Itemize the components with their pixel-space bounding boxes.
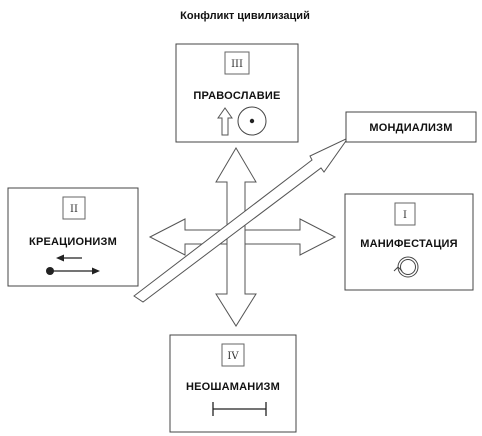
- numeral-frame: [221, 343, 245, 367]
- node-mondialism: МОНДИАЛИЗМ: [345, 111, 477, 143]
- node-label: ПРАВОСЛАВИЕ: [193, 90, 280, 102]
- numeral-frame: [224, 51, 250, 75]
- node-numeral: I: [403, 210, 407, 221]
- dot-right-arrow-symbol: [46, 267, 100, 275]
- bar-symbol: [212, 402, 267, 416]
- node-numeral: II: [70, 204, 78, 215]
- left-arrow-symbol: [56, 254, 82, 262]
- node-creationism: II КРЕАЦИОНИЗМ: [7, 187, 139, 287]
- diagonal-arrow: [133, 136, 350, 303]
- vertical-double-arrow: [215, 147, 257, 327]
- node-orthodoxy: III ПРАВОСЛАВИЕ: [175, 43, 299, 143]
- node-label: МАНИФЕСТАЦИЯ: [360, 238, 458, 250]
- diagram-title: Конфликт цивилизаций: [180, 10, 310, 22]
- circle-dot-symbol: [237, 106, 267, 136]
- node-numeral: IV: [227, 351, 239, 362]
- node-manifestation: I МАНИФЕСТАЦИЯ: [344, 193, 474, 291]
- circular-arrow-symbol: [393, 256, 419, 278]
- node-label: НЕОШАМАНИЗМ: [186, 381, 280, 393]
- numeral-frame: [62, 196, 86, 220]
- node-label: МОНДИАЛИЗМ: [369, 122, 452, 134]
- numeral-frame: [394, 202, 416, 226]
- node-neoshamanism: IV НЕОШАМАНИЗМ: [169, 334, 297, 433]
- up-arrow-symbol: [217, 107, 233, 136]
- node-label: КРЕАЦИОНИЗМ: [29, 236, 117, 248]
- node-numeral: III: [231, 59, 243, 70]
